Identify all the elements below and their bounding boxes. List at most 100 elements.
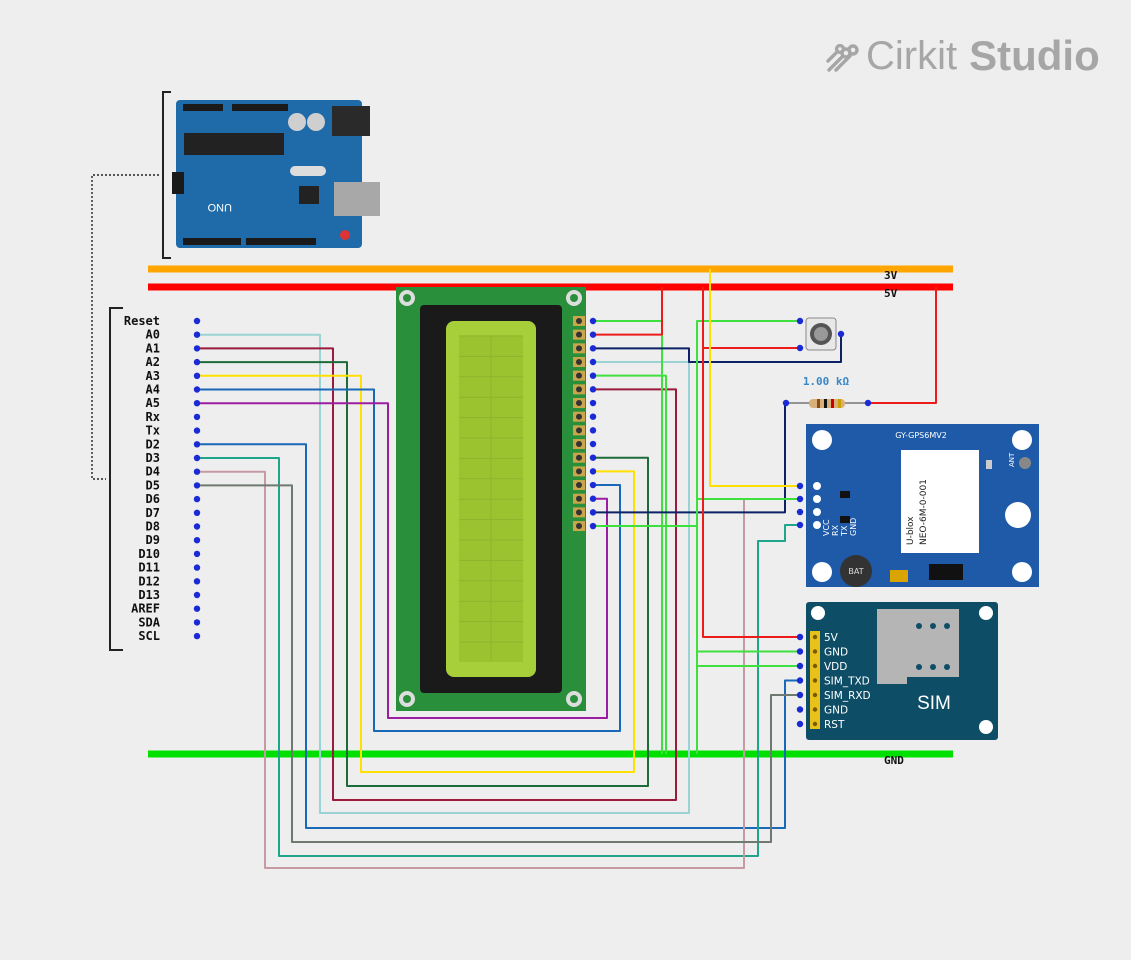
sim-pin-dot[interactable]	[796, 677, 804, 684]
sim-pin-dot[interactable]	[796, 691, 804, 699]
sim-contact	[930, 623, 936, 629]
resistor[interactable]: 1.00 kΩ	[786, 375, 868, 408]
header-pin-a1[interactable]	[193, 345, 201, 352]
reset-button[interactable]	[340, 230, 350, 240]
sim-pin-dot[interactable]	[796, 633, 804, 641]
wire-pot-vcc	[702, 287, 800, 349]
header-pin-d9[interactable]	[193, 537, 201, 544]
wires	[197, 269, 937, 869]
header-pin-d8[interactable]	[193, 523, 201, 530]
header-pin-reset[interactable]	[193, 317, 201, 325]
pot-pin-dot[interactable]	[796, 344, 804, 352]
sim-pin-dot[interactable]	[796, 662, 804, 670]
board-model-label: UNO	[207, 201, 232, 213]
header-label-d6: D6	[146, 492, 160, 506]
lcd-pin-dot[interactable]	[589, 413, 597, 420]
header-pin-d11[interactable]	[193, 564, 201, 571]
lcd-pin-dot[interactable]	[589, 522, 597, 530]
header-pin-d10[interactable]	[193, 550, 201, 558]
gps-pin-dot[interactable]	[796, 482, 804, 490]
wire-lcd-k	[593, 525, 698, 754]
header-pin-d7[interactable]	[193, 509, 201, 516]
header-pin-scl[interactable]	[193, 632, 201, 640]
lcd-pin-dot[interactable]	[589, 345, 597, 352]
gps-pin-dot[interactable]	[796, 495, 804, 503]
gps-pin-pad	[813, 482, 821, 490]
header-pin-aref[interactable]	[193, 605, 201, 612]
lcd-pin-hole	[576, 400, 582, 407]
header-pin-d12[interactable]	[193, 578, 201, 585]
lcd-pin-dot[interactable]	[589, 509, 597, 516]
brand-product: Studio	[969, 32, 1100, 79]
pot-pin-dot[interactable]	[796, 317, 804, 325]
header-pin-tx[interactable]	[193, 427, 201, 434]
header-label-tx: Tx	[146, 424, 160, 438]
sim-pin-dot[interactable]	[796, 706, 804, 713]
header-pin-d4[interactable]	[193, 468, 201, 475]
header-pin-a4[interactable]	[193, 386, 201, 393]
sim-contact	[916, 623, 922, 629]
header-pin-d6[interactable]	[193, 495, 201, 503]
lcd-pin-dot[interactable]	[589, 481, 597, 489]
lcd-pin-dot[interactable]	[589, 358, 597, 366]
header-pin-a2[interactable]	[193, 358, 201, 366]
header-pin-a5[interactable]	[193, 400, 201, 407]
gps-bat-label: BAT	[848, 567, 863, 576]
capacitor-2	[307, 113, 325, 131]
header-label-aref: AREF	[131, 602, 160, 616]
pin-dots	[193, 317, 872, 728]
lcd-pin-hole	[576, 359, 582, 366]
lcd-pin-dot[interactable]	[589, 440, 597, 448]
header-pin-d2[interactable]	[193, 441, 201, 448]
gps-cap	[890, 570, 908, 582]
header-pin-d5[interactable]	[193, 482, 201, 489]
gps-mount-hole	[812, 430, 832, 450]
header-pin-a0[interactable]	[193, 331, 201, 338]
sim-pin-label-5v: 5V	[824, 632, 839, 644]
lcd-pin-dot[interactable]	[589, 427, 597, 434]
wire-d2	[197, 443, 800, 829]
header-label-a2: A2	[146, 355, 160, 369]
mcu-chip	[184, 133, 284, 155]
resistor-pin-dot[interactable]	[782, 399, 790, 407]
lcd-pin-dot[interactable]	[589, 399, 597, 407]
lcd-pin-hole	[576, 345, 582, 352]
power-jack	[332, 106, 370, 136]
lcd-pin-hole	[576, 318, 582, 324]
lcd-pin-dot[interactable]	[589, 331, 597, 338]
lcd-pin-dot[interactable]	[589, 468, 597, 475]
pot-pin-dot[interactable]	[837, 330, 845, 338]
resistor-pin-dot[interactable]	[864, 399, 872, 407]
potentiometer[interactable]	[805, 317, 837, 351]
lcd-pin-dot[interactable]	[589, 372, 597, 379]
sim-pin-dot[interactable]	[796, 648, 804, 655]
sim-pin-hole	[812, 678, 818, 683]
lcd-display[interactable]	[396, 287, 586, 711]
gps-pin-dot[interactable]	[796, 508, 804, 516]
header-pin-a3[interactable]	[193, 372, 201, 379]
resistor-band	[831, 399, 834, 408]
wire-d3	[197, 457, 800, 857]
lcd-pin-dot[interactable]	[589, 495, 597, 502]
lcd-pin-dot[interactable]	[589, 317, 597, 325]
sim-pin-dot[interactable]	[796, 720, 804, 728]
sim-contact	[944, 623, 950, 629]
header-label-a4: A4	[146, 383, 160, 397]
lcd-pin-hole	[576, 482, 582, 489]
header-pin-sda[interactable]	[193, 619, 201, 626]
header-pin-rx[interactable]	[193, 413, 201, 421]
header-pin-d13[interactable]	[193, 591, 201, 599]
sim-pin-label-sim_txd: SIM_TXD	[824, 676, 870, 688]
lcd-pin-dot[interactable]	[589, 386, 597, 393]
usb-chip	[299, 186, 319, 204]
header-pin-d3[interactable]	[193, 454, 201, 462]
gps-antenna-connector	[1019, 457, 1031, 469]
header-label-d3: D3	[146, 451, 160, 465]
wire-lcd-vcc	[593, 287, 663, 336]
gps-pin-dot[interactable]	[796, 521, 804, 529]
lcd-pin-dot[interactable]	[589, 454, 597, 461]
arduino-uno-board[interactable]: UNO	[91, 91, 380, 480]
